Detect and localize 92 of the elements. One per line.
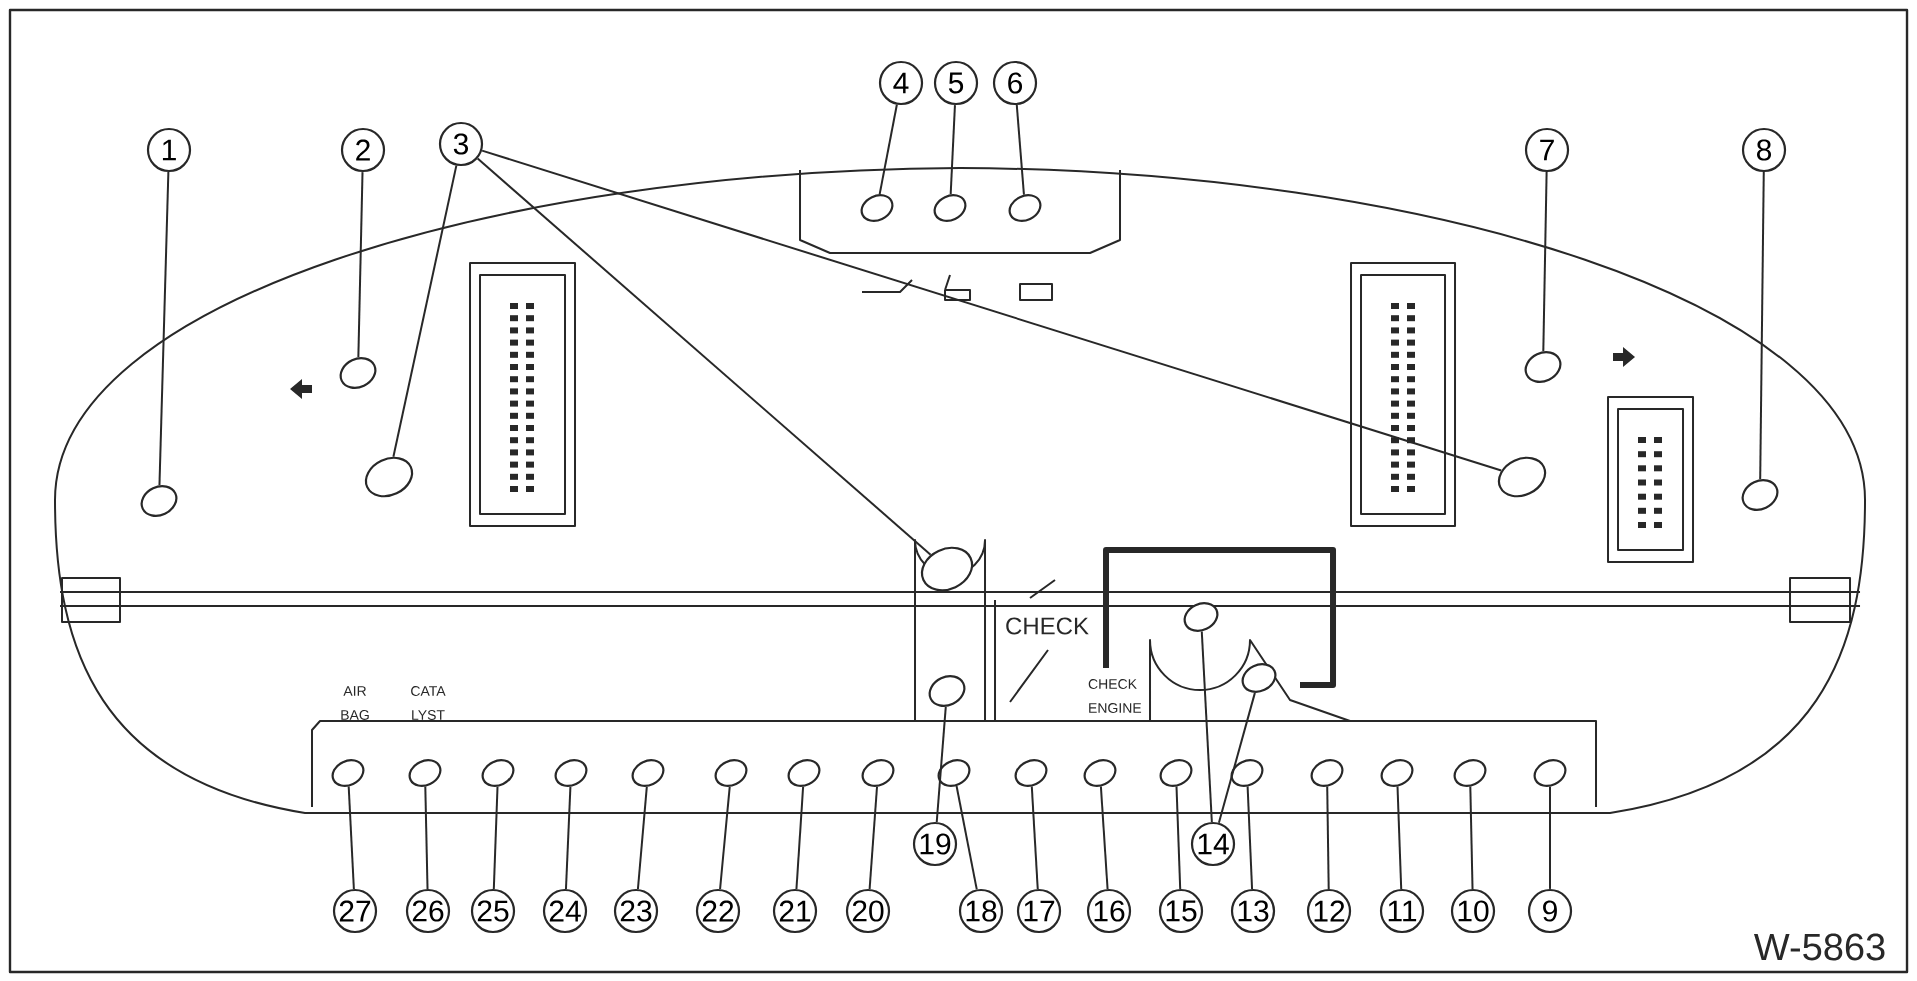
bulb-socket xyxy=(861,759,895,787)
bulb-socket xyxy=(554,759,588,787)
figure-number: W-5863 xyxy=(1754,933,1885,961)
callout-number: 15 xyxy=(1158,888,1204,934)
bulb-socket xyxy=(1453,759,1487,787)
leader-line xyxy=(719,785,731,890)
leader-line xyxy=(878,103,898,196)
callout-number: 5 xyxy=(933,60,979,106)
leader-line xyxy=(955,785,978,891)
callout-number: 23 xyxy=(613,888,659,934)
bulb-socket xyxy=(920,546,974,592)
leader-line xyxy=(392,164,458,458)
callout-number: 18 xyxy=(958,888,1004,934)
bulb-socket xyxy=(714,759,748,787)
leader-line xyxy=(949,104,956,196)
bulb-socket xyxy=(339,357,377,389)
bulb-socket xyxy=(928,675,966,707)
callout-number: 8 xyxy=(1741,127,1787,173)
bulb-socket xyxy=(331,759,365,787)
callout-number: 25 xyxy=(470,888,516,934)
callout-number: 1 xyxy=(146,127,192,173)
leader-line xyxy=(1217,691,1256,824)
bulb-socket xyxy=(631,759,665,787)
bulb-socket xyxy=(1230,759,1264,787)
bulb-socket xyxy=(1183,602,1219,632)
bulb-socket xyxy=(1083,759,1117,787)
bulb-socket xyxy=(140,485,178,517)
callout-number: 3 xyxy=(438,121,484,167)
bulb-socket xyxy=(1310,759,1344,787)
leader-line xyxy=(1015,104,1025,196)
bulb-socket xyxy=(408,759,442,787)
bulb-socket xyxy=(1008,194,1042,222)
bulb-socket xyxy=(1741,479,1779,511)
bulb-socket xyxy=(1524,351,1562,383)
leader-line xyxy=(481,149,1503,472)
bulb-socket xyxy=(1241,663,1277,693)
leader-line xyxy=(1099,785,1109,890)
leader-line xyxy=(1542,171,1548,353)
bulb-socket xyxy=(933,194,967,222)
callout-number: 14 xyxy=(1190,821,1236,867)
leader-line xyxy=(1469,785,1474,890)
bulb-socket xyxy=(1014,759,1048,787)
leader-line xyxy=(158,171,170,487)
bulb-socket xyxy=(1533,759,1567,787)
panel-label: AIR BAG xyxy=(341,686,369,720)
callout-number: 9 xyxy=(1527,888,1573,934)
leader-line xyxy=(1396,785,1403,890)
bulb-socket xyxy=(1159,759,1193,787)
callout-number: 7 xyxy=(1524,127,1570,173)
bulb-socket xyxy=(860,194,894,222)
callout-number: 2 xyxy=(340,127,386,173)
leader-line xyxy=(935,705,947,823)
panel-label: CHECK ENGINE xyxy=(1088,679,1142,713)
bulb-socket xyxy=(1497,456,1547,498)
callout-number: 21 xyxy=(772,888,818,934)
leader-line xyxy=(868,785,878,890)
leader-line xyxy=(424,785,429,890)
bulb-socket xyxy=(481,759,515,787)
bulb-socket xyxy=(1380,759,1414,787)
callout-number: 10 xyxy=(1450,888,1496,934)
leader-line xyxy=(1200,630,1213,823)
leader-line xyxy=(1246,785,1254,890)
leader-line xyxy=(357,171,364,359)
leader-line xyxy=(1326,785,1330,890)
callout-number: 22 xyxy=(695,888,741,934)
leader-line xyxy=(492,785,499,890)
panel-label: CHECK xyxy=(1006,617,1089,635)
leader-line xyxy=(1175,785,1182,890)
leader-line xyxy=(476,157,932,556)
callout-number: 17 xyxy=(1016,888,1062,934)
callout-number: 20 xyxy=(845,888,891,934)
callout-number: 13 xyxy=(1230,888,1276,934)
leader-line xyxy=(1549,785,1551,890)
callout-number: 4 xyxy=(878,60,924,106)
callout-number: 16 xyxy=(1086,888,1132,934)
panel-label: CATA LYST xyxy=(411,686,446,720)
leader-line xyxy=(636,785,648,890)
leader-line xyxy=(795,785,805,890)
bulb-socket xyxy=(787,759,821,787)
callout-number: 27 xyxy=(332,888,378,934)
callout-number: 12 xyxy=(1306,888,1352,934)
leader-line xyxy=(1759,171,1765,481)
callout-number: 24 xyxy=(542,888,588,934)
callout-number: 19 xyxy=(912,821,958,867)
bulb-socket xyxy=(937,759,971,787)
leader-line xyxy=(347,785,355,890)
leader-line xyxy=(1030,785,1039,890)
callout-number: 6 xyxy=(992,60,1038,106)
bulb-socket xyxy=(364,456,414,498)
callout-number: 11 xyxy=(1379,888,1425,934)
callout-number: 26 xyxy=(405,888,451,934)
leader-line xyxy=(564,785,572,890)
